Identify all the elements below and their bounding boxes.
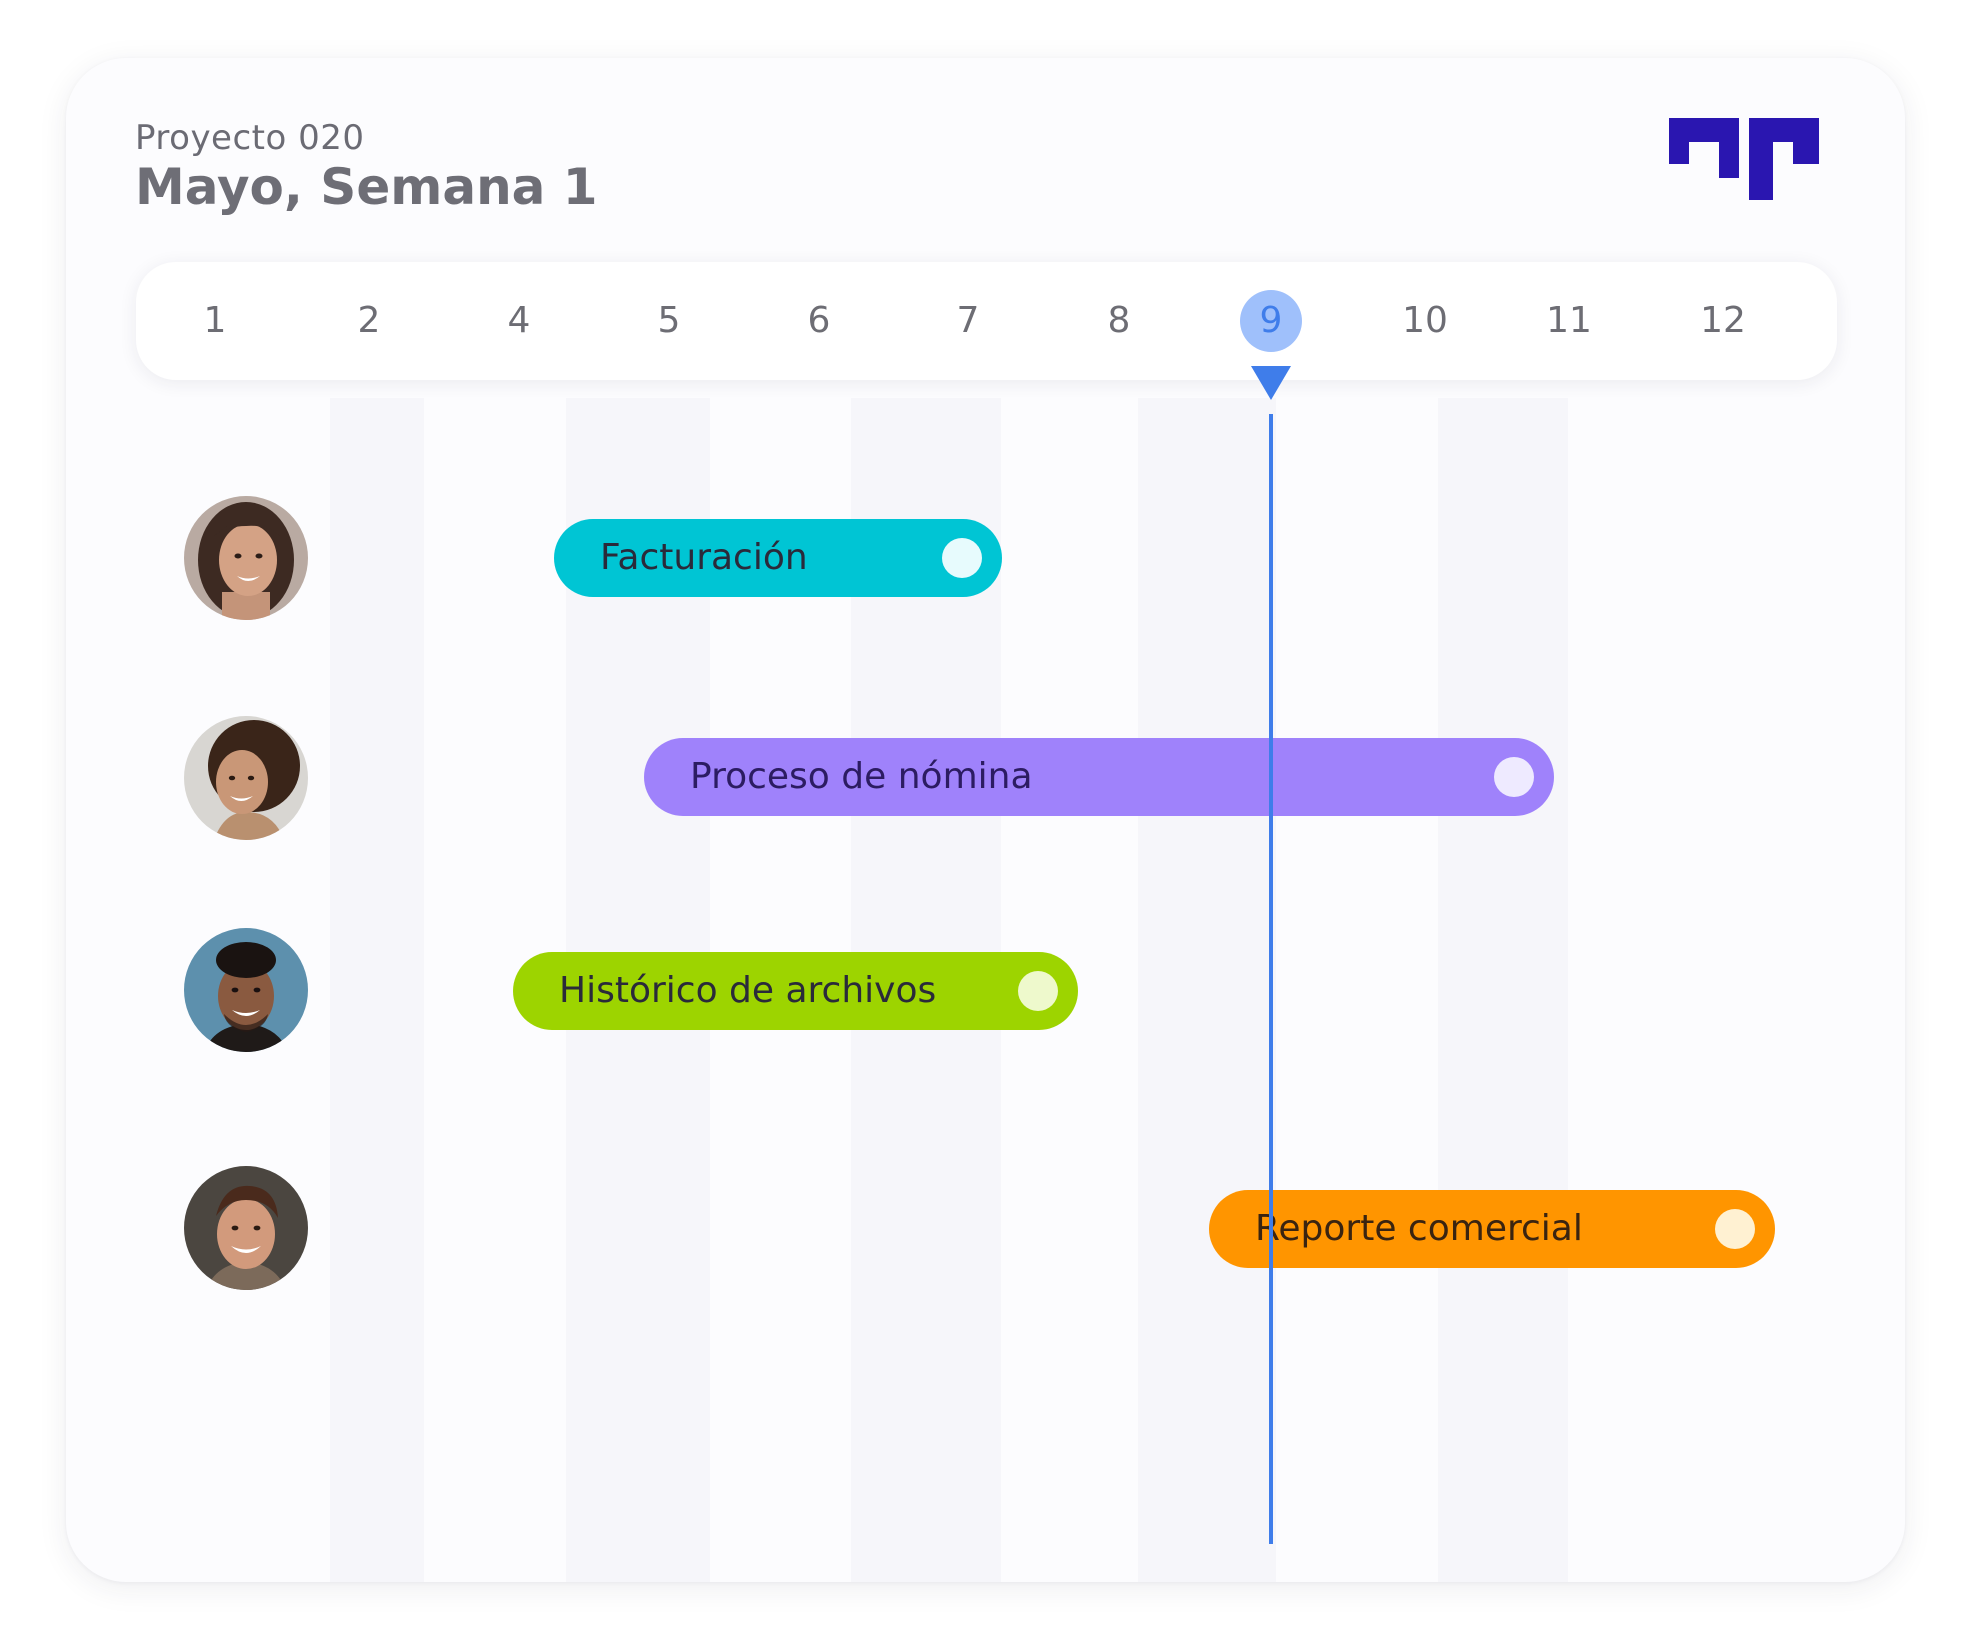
- task-toggle[interactable]: [1494, 757, 1534, 797]
- task-label: Facturación: [600, 537, 808, 578]
- task-label: Histórico de archivos: [559, 970, 937, 1011]
- avatar: [184, 1166, 308, 1290]
- task-toggle[interactable]: [1715, 1209, 1755, 1249]
- day-7[interactable]: 7: [956, 300, 980, 341]
- column-stripe: [330, 398, 424, 1582]
- day-6[interactable]: 6: [807, 300, 831, 341]
- day-4[interactable]: 4: [507, 300, 531, 341]
- day-1[interactable]: 1: [203, 300, 227, 341]
- avatar: [184, 716, 308, 840]
- current-day-line: [1269, 414, 1273, 1544]
- day-selector: 1 2 4 5 6 7 8 9 10 11 12: [136, 262, 1837, 380]
- current-day-marker-icon: [1251, 366, 1291, 400]
- task-bar-historico-de-archivos[interactable]: Histórico de archivos: [513, 952, 1078, 1030]
- day-2[interactable]: 2: [357, 300, 381, 341]
- page-title: Mayo, Semana 1: [135, 158, 598, 216]
- avatar: [184, 496, 308, 620]
- day-11[interactable]: 11: [1546, 300, 1592, 341]
- brand-logo-icon: [1669, 118, 1819, 200]
- project-name: Proyecto 020: [135, 118, 365, 158]
- column-stripe: [1138, 398, 1276, 1582]
- day-8[interactable]: 8: [1107, 300, 1131, 341]
- task-bar-facturacion[interactable]: Facturación: [554, 519, 1002, 597]
- day-9-selected[interactable]: 9: [1240, 290, 1302, 352]
- gantt-card: Proyecto 020 Mayo, Semana 1 1 2 4 5 6 7 …: [66, 58, 1905, 1582]
- task-label: Reporte comercial: [1255, 1208, 1583, 1249]
- day-5[interactable]: 5: [657, 300, 681, 341]
- column-stripe: [1438, 398, 1568, 1582]
- task-toggle[interactable]: [1018, 971, 1058, 1011]
- task-toggle[interactable]: [942, 538, 982, 578]
- avatar: [184, 928, 308, 1052]
- task-bar-reporte-comercial[interactable]: Reporte comercial: [1209, 1190, 1775, 1268]
- task-bar-proceso-de-nomina[interactable]: Proceso de nómina: [644, 738, 1554, 816]
- day-10[interactable]: 10: [1402, 300, 1448, 341]
- task-label: Proceso de nómina: [690, 756, 1033, 797]
- day-12[interactable]: 12: [1700, 300, 1746, 341]
